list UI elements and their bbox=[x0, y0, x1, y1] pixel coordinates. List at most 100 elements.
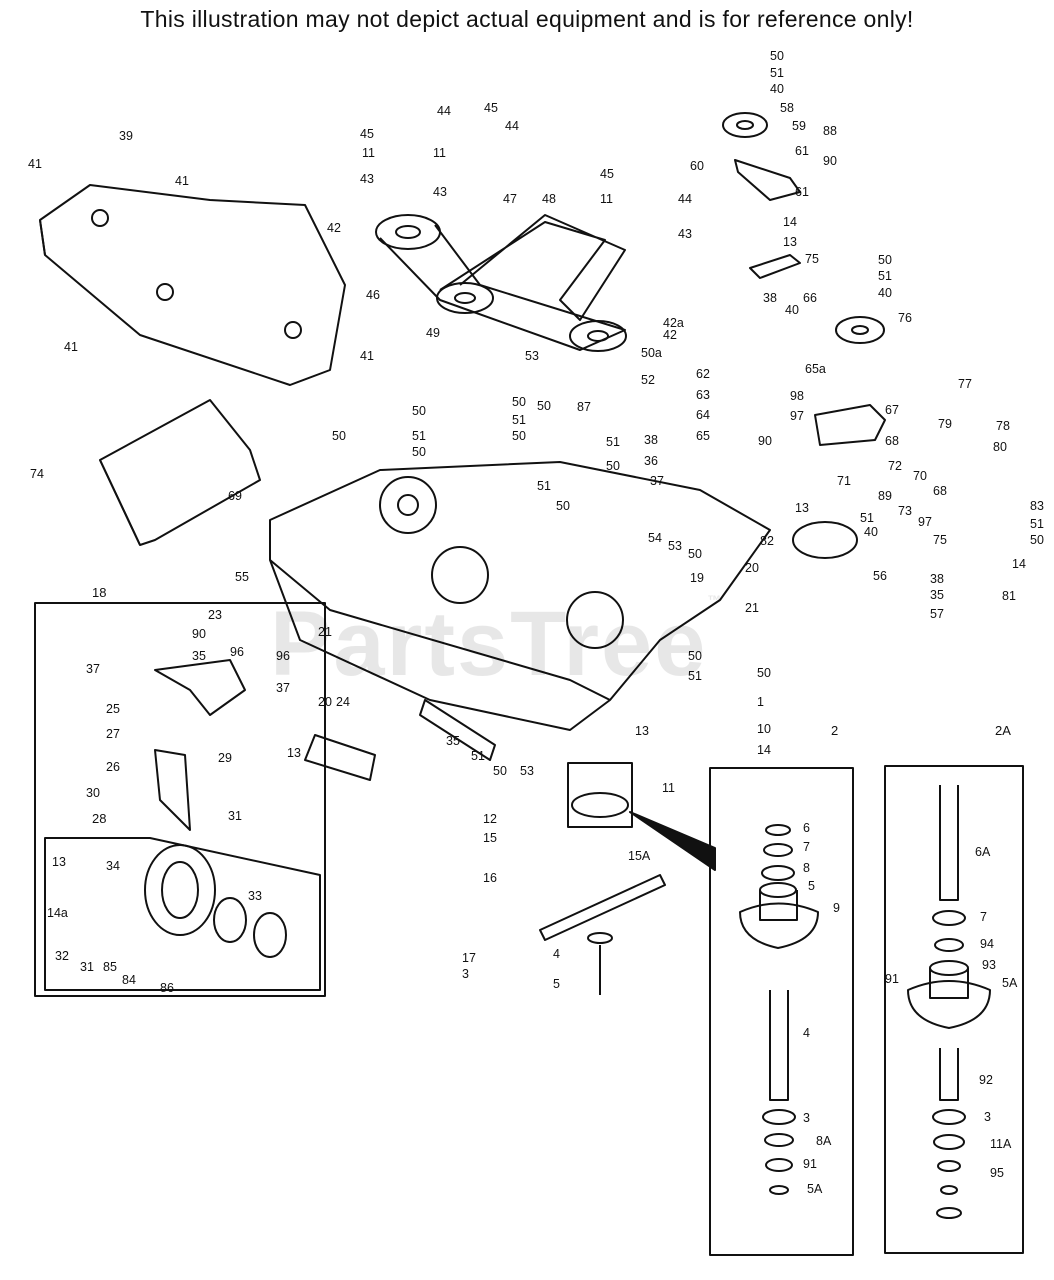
callout-69: 51 bbox=[537, 479, 551, 493]
pulley-76 bbox=[835, 316, 885, 344]
callout-76: 50 bbox=[332, 429, 346, 443]
callout-70: 50 bbox=[556, 499, 570, 513]
callout-122: 31 bbox=[228, 809, 242, 823]
callout-52: 98 bbox=[790, 389, 804, 403]
callout-83: 68 bbox=[933, 484, 947, 498]
callout-106: 21 bbox=[745, 601, 759, 615]
callout-18: 11 bbox=[433, 146, 446, 160]
callout-74: 36 bbox=[644, 454, 658, 468]
callout-66: 50 bbox=[512, 429, 526, 443]
callout-132: 13 bbox=[287, 746, 301, 760]
callout-118: 27 bbox=[106, 727, 120, 741]
callout-110: 96 bbox=[230, 645, 244, 659]
callout-10: 14 bbox=[783, 215, 797, 229]
callout-63: 50 bbox=[412, 445, 426, 459]
callout-90: 51 bbox=[860, 511, 874, 525]
callout-23: 41 bbox=[175, 174, 189, 188]
callout-95: 81 bbox=[1002, 589, 1016, 603]
callout-163: 6A bbox=[975, 845, 991, 859]
callout-29: 44 bbox=[678, 192, 692, 206]
box-label-2A: 2A bbox=[995, 723, 1011, 738]
callout-20: 44 bbox=[505, 119, 519, 133]
roller-85 bbox=[304, 734, 376, 781]
callout-107: 23 bbox=[208, 608, 222, 622]
callout-171: 11A bbox=[990, 1137, 1012, 1151]
callout-88: 13 bbox=[795, 501, 809, 515]
callout-65: 51 bbox=[512, 413, 526, 427]
callout-7: 61 bbox=[795, 144, 809, 158]
callout-34: 38 bbox=[763, 291, 777, 305]
callout-2: 40 bbox=[770, 82, 784, 96]
callout-165: 94 bbox=[980, 937, 994, 951]
arm-84 bbox=[419, 699, 496, 761]
callout-21: 39 bbox=[119, 129, 133, 143]
callout-5: 88 bbox=[823, 124, 837, 138]
callout-12: 75 bbox=[805, 252, 819, 266]
callout-19: 43 bbox=[433, 185, 447, 199]
callout-148: 16 bbox=[483, 871, 497, 885]
callout-22: 41 bbox=[28, 157, 42, 171]
callout-84: 73 bbox=[898, 504, 912, 518]
callout-137: 50 bbox=[688, 649, 702, 663]
callout-86: 75 bbox=[933, 533, 947, 547]
callout-134: 51 bbox=[471, 749, 485, 763]
callout-36: 66 bbox=[803, 291, 817, 305]
callout-109: 35 bbox=[192, 649, 206, 663]
callout-125: 13 bbox=[52, 855, 66, 869]
callout-72: 50 bbox=[606, 459, 620, 473]
callout-101: 54 bbox=[648, 531, 662, 545]
watermark: PartsTree™ bbox=[270, 592, 724, 695]
callout-158: 4 bbox=[803, 1026, 810, 1040]
caster-arm-23 bbox=[154, 659, 246, 716]
callout-42: 41 bbox=[360, 349, 374, 363]
callout-146: 15 bbox=[483, 831, 497, 845]
tire-29 bbox=[144, 844, 216, 936]
disclaimer-text: This illustration may not depict actual … bbox=[140, 6, 914, 32]
callout-30: 43 bbox=[678, 227, 692, 241]
callout-38: 51 bbox=[878, 269, 892, 283]
callout-53: 97 bbox=[790, 409, 804, 423]
callout-25: 47 bbox=[503, 192, 517, 206]
callout-117: 25 bbox=[106, 702, 120, 716]
spindle-box-2 bbox=[709, 767, 854, 1256]
callout-166: 93 bbox=[982, 958, 996, 972]
callout-164: 7 bbox=[980, 910, 987, 924]
spindle-flange-2A bbox=[907, 980, 991, 1029]
deck-housing bbox=[269, 461, 771, 731]
callout-1: 51 bbox=[770, 66, 784, 80]
callout-14: 11 bbox=[362, 146, 375, 160]
callout-115: 20 bbox=[318, 695, 332, 709]
callout-96: 38 bbox=[930, 572, 944, 586]
callout-138: 51 bbox=[688, 669, 702, 683]
callout-114: 21 bbox=[318, 625, 332, 639]
callout-124: 33 bbox=[248, 889, 262, 903]
callout-120: 29 bbox=[218, 751, 232, 765]
callout-13: 45 bbox=[360, 127, 374, 141]
callout-112: 96 bbox=[276, 649, 290, 663]
callout-57: 77 bbox=[958, 377, 972, 391]
callout-142: 14 bbox=[757, 743, 771, 757]
callout-82: 70 bbox=[913, 469, 927, 483]
belt-47 bbox=[379, 224, 626, 351]
callout-143: 13 bbox=[635, 724, 649, 738]
callout-128: 31 bbox=[80, 960, 94, 974]
callout-113: 37 bbox=[276, 681, 290, 695]
callout-130: 84 bbox=[122, 973, 136, 987]
callout-32: 42a bbox=[663, 316, 684, 330]
blade-15 bbox=[539, 874, 666, 941]
callout-144: 11 bbox=[662, 781, 675, 795]
callout-56: 68 bbox=[885, 434, 899, 448]
spindle-flange-2 bbox=[739, 902, 819, 949]
callout-27: 45 bbox=[600, 167, 614, 181]
callout-116: 24 bbox=[336, 695, 350, 709]
callout-159: 3 bbox=[803, 1111, 810, 1125]
callout-46: 52 bbox=[641, 373, 655, 387]
callout-28: 11 bbox=[600, 192, 613, 206]
callout-135: 50 bbox=[493, 764, 507, 778]
callout-111: 37 bbox=[86, 662, 100, 676]
callout-172: 95 bbox=[990, 1166, 1004, 1180]
callout-68: 50 bbox=[537, 399, 551, 413]
callout-8: 90 bbox=[823, 154, 837, 168]
callout-141: 10 bbox=[757, 722, 771, 736]
callout-4: 59 bbox=[792, 119, 806, 133]
